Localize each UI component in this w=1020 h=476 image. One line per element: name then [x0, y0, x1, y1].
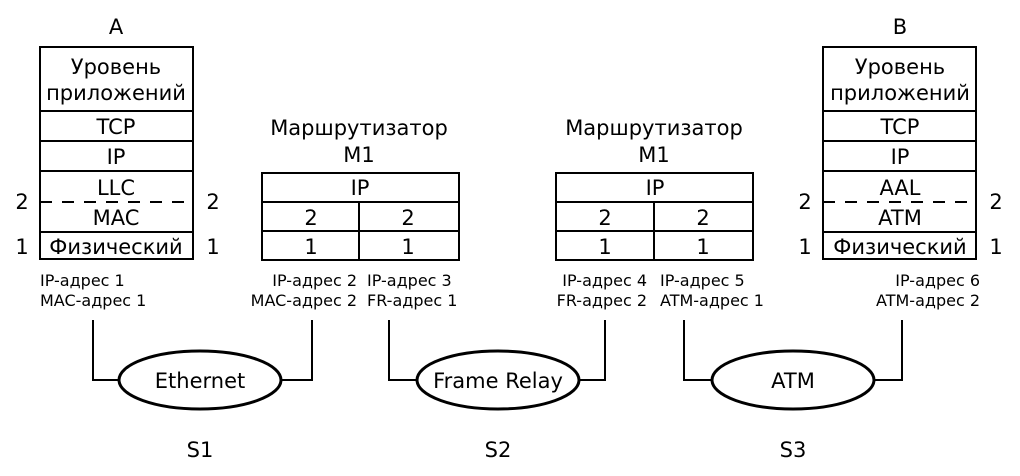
host-b-app-layer: Уровень — [855, 55, 945, 79]
router-2-title-line2: М1 — [638, 143, 669, 167]
host-b-app-layer-line2: приложений — [830, 81, 970, 105]
host-b-level-1-right: 1 — [989, 235, 1002, 259]
host-a-ip-layer: IP — [107, 145, 126, 169]
host-b-ip-layer: IP — [891, 145, 910, 169]
router-1-ip-layer: IP — [351, 176, 370, 200]
network-s1: Ethernet S1 — [92, 320, 313, 462]
network-s3: ATM S3 — [683, 320, 903, 462]
router-1-ip-address-left: IP-адрес 2 — [272, 271, 357, 290]
router-1-title-line2: М1 — [343, 143, 374, 167]
atm-network-ellipse — [710, 349, 876, 411]
s2-right-link — [577, 320, 606, 381]
host-b-title: B — [893, 15, 907, 39]
router-2-fr-address-left: FR-адрес 2 — [557, 291, 647, 310]
router-1-stack — [261, 172, 460, 261]
host-a: A Уровень приложений TCP IP LLC MAC Физи… — [15, 15, 219, 310]
host-a-llc-layer: LLC — [97, 176, 135, 200]
host-a-level-1-right: 1 — [206, 235, 219, 259]
network-s2: Frame Relay S2 — [388, 320, 606, 462]
router-2-ip-address-right: IP-адрес 5 — [660, 271, 745, 290]
router-1-l1-left: 1 — [304, 235, 317, 259]
host-a-ip-address: IP-адрес 1 — [40, 271, 125, 290]
router-1-l2-right: 2 — [401, 206, 414, 230]
router-1-l1-right: 1 — [401, 235, 414, 259]
router-2-title: Маршрутизатор — [565, 116, 743, 140]
router-2-atm-address-right: ATM-адрес 1 — [660, 291, 764, 310]
host-b-aal-layer: AAL — [879, 176, 920, 200]
router-1-mac-address-left: MAC-адрес 2 — [251, 291, 357, 310]
host-a-level-1-left: 1 — [15, 235, 28, 259]
router-1-ip-address-right: IP-адрес 3 — [367, 271, 452, 290]
frame-relay-network-label: Frame Relay — [433, 369, 563, 393]
router-1: Маршрутизатор М1 IP 2 2 1 1 IP-адрес 2 M… — [251, 116, 460, 310]
frame-relay-network-ellipse — [415, 349, 581, 411]
host-b-physical-layer: Физический — [833, 235, 966, 259]
ethernet-network-ellipse — [117, 349, 283, 411]
router-1-title: Маршрутизатор — [270, 116, 448, 140]
ethernet-network-label: Ethernet — [155, 369, 245, 393]
host-b-level-2-right: 2 — [989, 190, 1002, 214]
router-2-ip-address-left: IP-адрес 4 — [562, 271, 647, 290]
host-a-app-layer-line2: приложений — [46, 81, 186, 105]
router-2: Маршрутизатор М1 IP 2 2 1 1 IP-адрес 4 F… — [555, 116, 764, 310]
s2-left-link — [388, 320, 418, 381]
router-1-l2-left: 2 — [304, 206, 317, 230]
router-2-l2-right: 2 — [696, 206, 709, 230]
host-b-level-2-left: 2 — [798, 190, 811, 214]
host-a-level-2-left: 2 — [15, 190, 28, 214]
host-a-mac-layer: MAC — [93, 206, 140, 230]
host-b-ip-address: IP-адрес 6 — [895, 271, 980, 290]
segment-s3-label: S3 — [780, 438, 807, 462]
s1-left-link — [92, 320, 122, 381]
host-a-title: A — [109, 15, 124, 39]
host-a-stack — [39, 46, 194, 260]
router-1-fr-address-right: FR-адрес 1 — [367, 291, 457, 310]
router-2-l1-left: 1 — [598, 235, 611, 259]
s3-right-link — [872, 320, 903, 381]
host-a-mac-address: MAC-адрес 1 — [40, 291, 146, 310]
host-b-tcp-layer: TCP — [880, 115, 920, 139]
s3-left-link — [683, 320, 713, 381]
segment-s1-label: S1 — [187, 438, 214, 462]
host-b: B Уровень приложений TCP IP AAL ATM Физи… — [798, 15, 1002, 310]
host-a-app-layer: Уровень — [71, 55, 161, 79]
host-a-level-2-right: 2 — [206, 190, 219, 214]
router-2-l2-left: 2 — [598, 206, 611, 230]
host-a-tcp-layer: TCP — [96, 115, 136, 139]
router-2-ip-layer: IP — [646, 176, 665, 200]
host-b-stack — [822, 46, 977, 260]
host-b-atm-layer: ATM — [878, 206, 922, 230]
s1-right-link — [280, 320, 313, 381]
host-b-atm-address: ATM-адрес 2 — [876, 291, 980, 310]
host-a-physical-layer: Физический — [49, 235, 182, 259]
segment-s2-label: S2 — [485, 438, 512, 462]
atm-network-label: ATM — [771, 369, 815, 393]
host-b-level-1-left: 1 — [798, 235, 811, 259]
router-2-l1-right: 1 — [696, 235, 709, 259]
